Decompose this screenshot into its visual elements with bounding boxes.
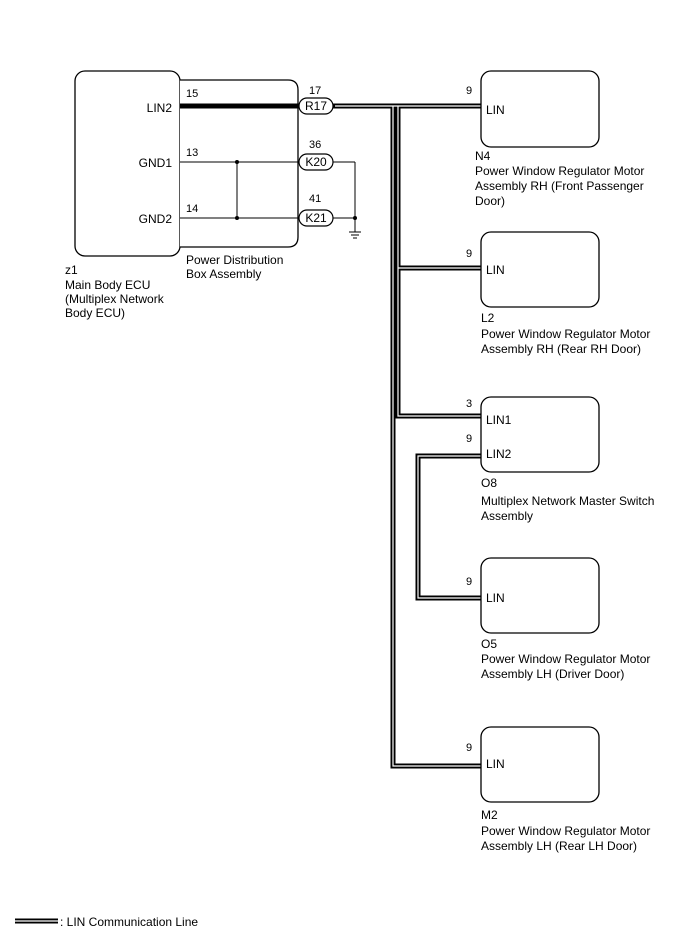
gnd2-junction xyxy=(235,216,239,220)
m2-name-line-1: Power Window Regulator Motor xyxy=(481,824,650,838)
pdb-pin-15: 15 xyxy=(186,88,198,100)
svg-text:K20: K20 xyxy=(305,155,327,169)
connector-k20: K20 xyxy=(298,153,334,171)
m2-box xyxy=(480,726,600,803)
m2-name-line-2: Assembly LH (Rear LH Door) xyxy=(481,839,637,853)
ground-icon xyxy=(349,231,361,239)
pdb-pin-14: 14 xyxy=(186,203,198,215)
m2-pin-number: 9 xyxy=(466,742,472,754)
l2-pin-label: LIN xyxy=(486,263,505,277)
m2-pin-label: LIN xyxy=(486,757,505,771)
o8-pin-lin2-label: LIN2 xyxy=(486,447,512,461)
ecu-code: z1 xyxy=(65,263,78,277)
connector-r17: R17 xyxy=(298,97,334,115)
o8-pin-lin1-number: 3 xyxy=(466,398,472,410)
n4-box xyxy=(480,70,600,148)
legend-text: : LIN Communication Line xyxy=(60,915,198,929)
o8-box xyxy=(480,396,600,473)
o5-pin-label: LIN xyxy=(486,591,505,605)
m2-code: M2 xyxy=(481,808,498,822)
ecu-pin-gnd1-label: GND1 xyxy=(139,156,173,170)
n4-pin-number: 9 xyxy=(466,85,472,97)
o8-code: O8 xyxy=(481,476,497,490)
o5-box xyxy=(480,557,600,634)
o5-code: O5 xyxy=(481,637,497,651)
o8-name-line-1: Multiplex Network Master Switch xyxy=(481,494,654,508)
r17-pin-number: 17 xyxy=(309,85,321,97)
o8-pin-lin1-label: LIN1 xyxy=(486,413,512,427)
n4-code: N4 xyxy=(475,149,491,163)
l2-box xyxy=(480,231,600,308)
o5-name-line-2: Assembly LH (Driver Door) xyxy=(481,667,624,681)
lin-trunk-right xyxy=(395,106,481,419)
o8-name-line-2: Assembly xyxy=(481,509,533,523)
l2-name-line-2: Assembly RH (Rear RH Door) xyxy=(481,342,641,356)
pdb-name-line-2: Box Assembly xyxy=(186,267,261,281)
gnd1-junction xyxy=(235,160,239,164)
power-distribution-box xyxy=(180,79,299,248)
n4-pin-label: LIN xyxy=(486,103,505,117)
l2-name-line-1: Power Window Regulator Motor xyxy=(481,327,650,341)
l2-pin-number: 9 xyxy=(466,248,472,260)
ecu-name-line-1: Main Body ECU xyxy=(65,278,150,292)
ecu-name-line-3: Body ECU) xyxy=(65,306,125,320)
k20-pin-number: 36 xyxy=(309,139,321,151)
n4-name-line-1: Power Window Regulator Motor xyxy=(475,164,644,178)
ecu-pin-gnd2-label: GND2 xyxy=(139,212,173,226)
o5-name-line-1: Power Window Regulator Motor xyxy=(481,652,650,666)
ecu-pin-lin2-label: LIN2 xyxy=(147,101,173,115)
pdb-pin-13: 13 xyxy=(186,147,198,159)
ecu-name-line-2: (Multiplex Network xyxy=(65,292,165,306)
connector-k21: K21 xyxy=(298,209,334,227)
legend: : LIN Communication Line xyxy=(15,915,198,929)
k21-pin-number: 41 xyxy=(309,193,321,205)
n4-name-line-2: Assembly RH (Front Passenger xyxy=(475,179,644,193)
o5-pin-number: 9 xyxy=(466,576,472,588)
pdb-name-line-1: Power Distribution xyxy=(186,253,283,267)
l2-code: L2 xyxy=(481,311,495,325)
n4-name-line-3: Door) xyxy=(475,194,505,208)
svg-text:R17: R17 xyxy=(305,99,327,113)
o8-pin-lin2-number: 9 xyxy=(466,433,472,445)
svg-text:K21: K21 xyxy=(305,211,327,225)
ground-junction xyxy=(353,216,357,220)
